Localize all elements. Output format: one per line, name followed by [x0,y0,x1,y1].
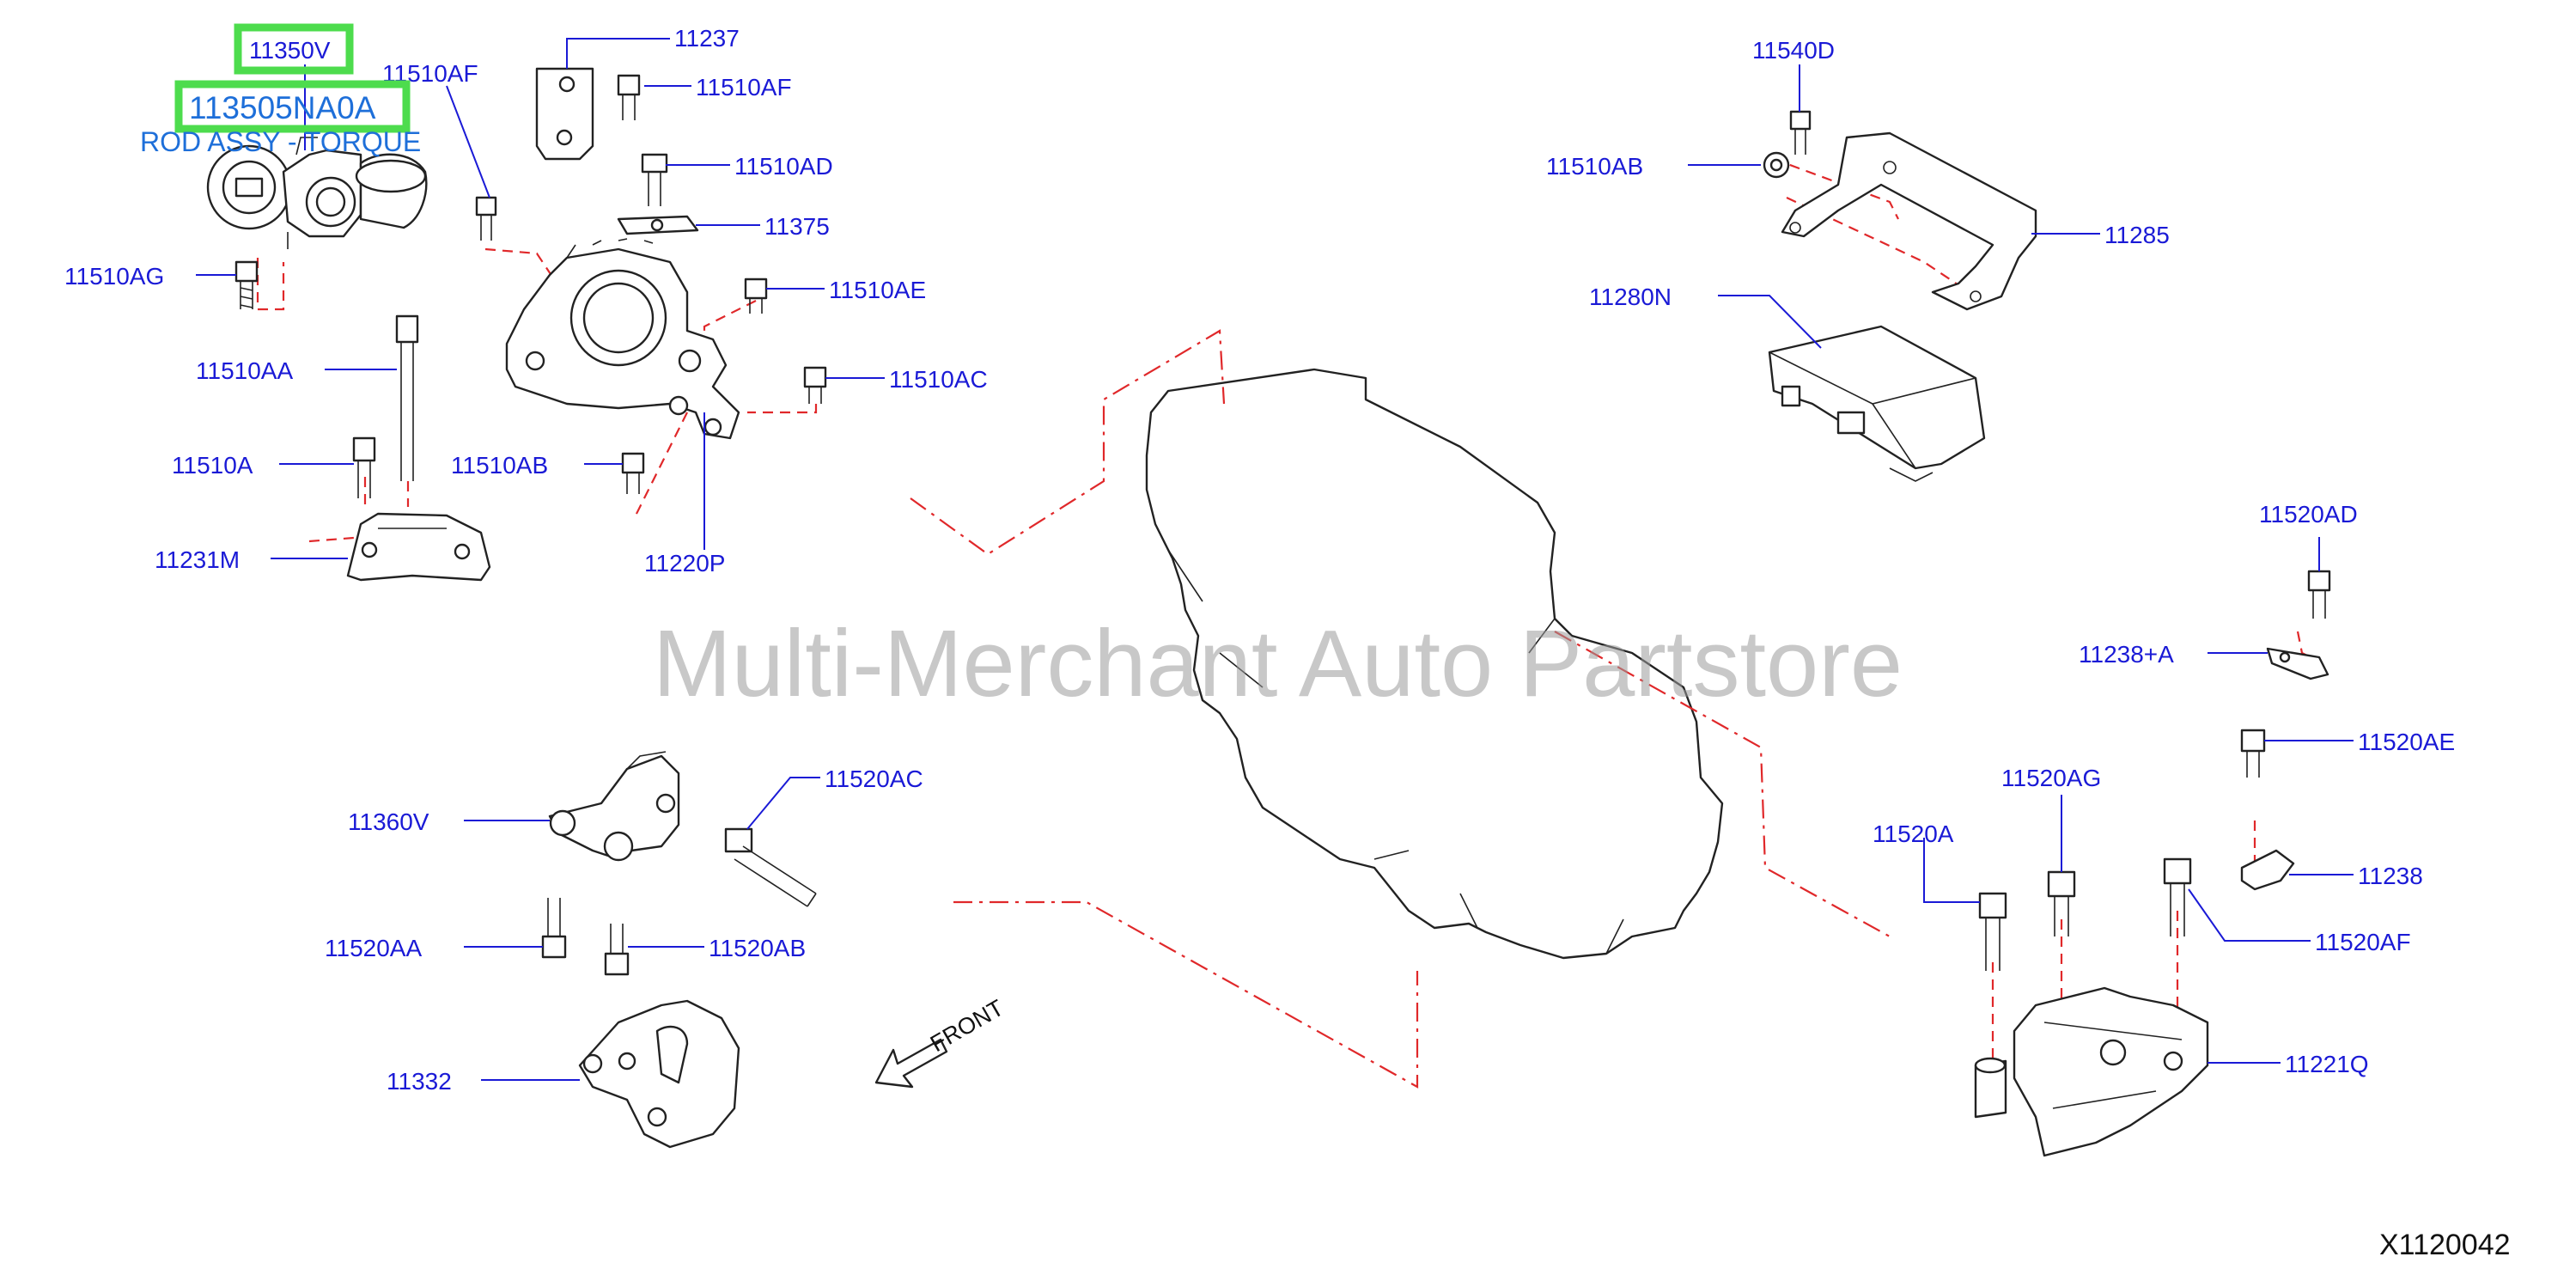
bolt-11510AE[interactable] [744,278,768,314]
bolt-11520AF[interactable] [2163,857,2192,936]
highlight-part-number[interactable]: 11350V [249,37,331,64]
front-arrow [874,1038,948,1089]
bolt-11510AG[interactable] [234,260,259,309]
callout-11510AB-left[interactable]: 11510AB [451,452,548,479]
callout-11520AD[interactable]: 11520AD [2259,501,2358,528]
diagram-code: X1120042 [2379,1229,2511,1261]
callout-11510AD[interactable]: 11510AD [734,153,833,180]
nut-11510AB-right[interactable] [1763,151,1790,179]
callout-11520AE[interactable]: 11520AE [2358,729,2455,755]
bolt-11520A[interactable] [1978,892,2007,971]
bolt-11510A[interactable] [352,436,376,498]
engine-outline [1145,368,1724,960]
bolt-11520AB[interactable] [604,924,630,976]
highlighted-part[interactable]: 11350V 113505NA0A ROD ASSY - TORQUE [140,23,421,157]
leader-lines [196,38,2354,1081]
callout-11220P[interactable]: 11220P [644,550,725,576]
callout-11510AE[interactable]: 11510AE [829,277,926,303]
engine-mount-11221Q[interactable] [1974,986,2209,1157]
callout-11520AF[interactable]: 11520AF [2315,929,2411,955]
front-label: FRONT [926,995,1008,1057]
callout-11280N[interactable]: 11280N [1589,284,1672,310]
clip-11238[interactable] [2240,849,2295,891]
long-bolt-11510AA[interactable] [395,314,419,481]
callout-labels: 11237 11510AF 11510AF 11510AD 11375 1151… [64,25,2455,1095]
bolt-11510AF-left[interactable] [475,196,497,241]
bracket-11231M[interactable] [346,512,491,582]
callout-11238[interactable]: 11238 [2358,863,2423,889]
callout-11237[interactable]: 11237 [674,25,740,52]
bracket-11332[interactable] [578,999,740,1149]
callout-11285[interactable]: 11285 [2104,222,2170,248]
bolt-11510AB-left[interactable] [621,452,645,494]
callout-11510AF-right[interactable]: 11510AF [696,74,792,101]
callout-11510AB-right[interactable]: 11510AB [1546,153,1643,180]
torque-rod-assy-11350V[interactable] [206,137,428,249]
callout-11520AG[interactable]: 11520AG [2001,765,2101,791]
callout-11360V[interactable]: 11360V [348,808,429,835]
callout-11238A[interactable]: 11238+A [2079,641,2174,668]
callout-11510AG[interactable]: 11510AG [64,263,164,290]
callout-11520AB[interactable]: 11520AB [709,935,806,961]
callout-11510AA[interactable]: 11510AA [196,357,293,384]
watermark-text: Multi-Merchant Auto Partstore [653,611,1903,717]
callout-11540D[interactable]: 11540D [1752,37,1835,64]
bolt-11540D[interactable] [1789,110,1812,155]
bolt-11520AE[interactable] [2240,729,2266,778]
callout-11520AA[interactable]: 11520AA [325,935,422,961]
callout-11231M[interactable]: 11231M [155,546,240,573]
callout-11510AC[interactable]: 11510AC [889,366,988,393]
bracket-11375[interactable] [617,215,699,235]
callout-11375[interactable]: 11375 [764,213,830,240]
highlight-part-name: ROD ASSY - TORQUE [140,126,421,157]
highlight-box-part-number [234,23,354,75]
bolt-11520AA[interactable] [541,898,567,959]
bolt-11510AD[interactable] [641,153,668,206]
bolt-11510AC[interactable] [803,366,827,404]
bracket-11238A[interactable] [2266,647,2329,680]
bolt-11520AD[interactable] [2307,570,2331,619]
highlight-box-catalog-number [174,80,411,133]
callout-11510A[interactable]: 11510A [172,452,253,479]
bracket-11237[interactable] [535,67,594,161]
bolt-11510AF-right[interactable] [617,74,641,120]
callout-11520A[interactable]: 11520A [1873,821,1954,847]
engine-mount-11220P[interactable] [505,238,740,440]
callout-11332[interactable]: 11332 [387,1068,452,1095]
highlight-catalog-number[interactable]: 113505NA0A [189,90,376,125]
long-bolt-11520AC[interactable] [724,827,817,907]
control-module-11280N[interactable] [1768,325,1986,482]
torque-rod-11360V[interactable] [548,751,680,862]
callout-11520AC[interactable]: 11520AC [825,766,923,792]
callout-11221Q[interactable]: 11221Q [2285,1051,2369,1077]
bracket-11285[interactable] [1781,131,2037,311]
